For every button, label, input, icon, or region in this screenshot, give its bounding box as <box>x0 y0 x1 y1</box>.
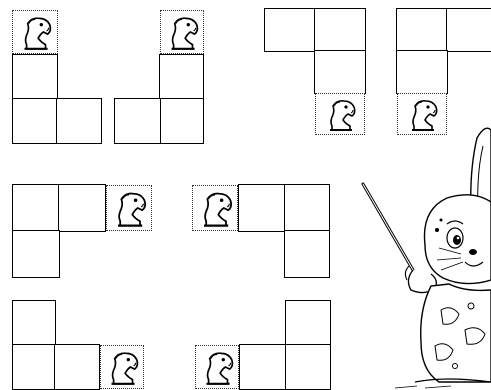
chess-knight-icon <box>100 345 144 389</box>
grid-cell <box>12 98 58 144</box>
chess-knight-icon <box>12 10 58 54</box>
grid-cell <box>12 184 60 232</box>
chess-knight-icon <box>192 185 238 231</box>
grid-cell <box>56 98 102 144</box>
grid-cell <box>159 98 204 144</box>
grid-cell <box>159 54 204 100</box>
grid-cell <box>54 344 100 390</box>
grid-cell <box>284 230 330 278</box>
grid-cell <box>12 300 56 346</box>
grid-cell <box>285 300 331 346</box>
grid-cell <box>396 50 448 94</box>
grid-cell <box>114 98 161 144</box>
chess-knight-icon <box>106 185 152 231</box>
grid-cell <box>12 54 58 100</box>
grid-cell <box>396 8 448 52</box>
chess-knight-icon <box>195 345 239 389</box>
grid-cell <box>264 8 316 52</box>
grid-cell <box>284 184 330 232</box>
grid-cell <box>58 184 106 232</box>
chess-knight-icon <box>160 10 204 54</box>
grid-cell <box>314 8 366 52</box>
grid-cell <box>446 8 491 52</box>
grid-cell <box>12 344 56 390</box>
grid-cell <box>12 230 60 278</box>
grid-cell <box>314 50 366 94</box>
bunny-illustration <box>355 120 491 389</box>
grid-cell <box>285 344 331 390</box>
grid-cell <box>239 344 287 390</box>
grid-cell <box>238 184 286 232</box>
